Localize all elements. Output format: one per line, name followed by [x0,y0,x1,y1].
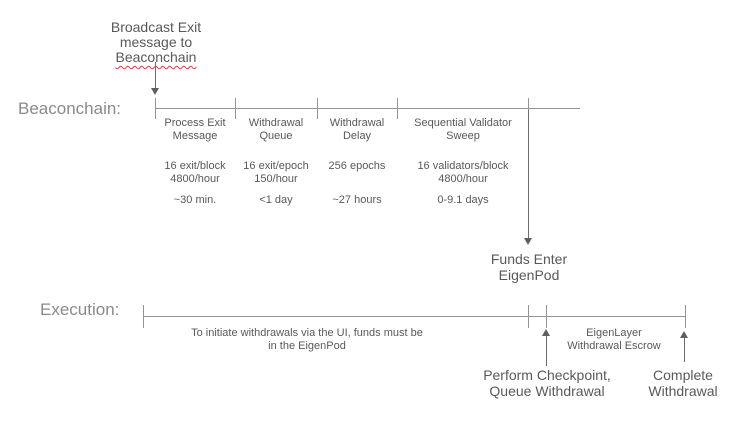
execution-timeline-line [143,316,685,317]
beaconchain-tick [317,98,318,119]
beaconchain-row-label: Beaconchain: [18,99,122,118]
execution-tick [685,305,686,328]
stage-duration: 0-9.1 days [437,194,489,206]
initiate-withdrawals-note: To initiate withdrawals via the UI, fund… [191,327,423,352]
stage-duration: ~30 min. [173,194,217,206]
stage-duration: <1 day [259,194,293,206]
stage-rate: 16 validators/block 4800/hour [417,160,509,185]
stage-title: Process Exit Message [164,117,226,142]
beaconchain-tick [235,98,236,119]
stage-title: Withdrawal Delay [329,117,385,142]
broadcast-exit-note: Broadcast Exit message to Beaconchain [66,5,246,65]
funds-down-arrow-shaft [528,110,529,238]
perform-checkpoint-label: Perform Checkpoint, Queue Withdrawal [483,367,611,399]
broadcast-exit-note-underlined-word: Beaconchain [115,49,197,65]
funds-down-arrow-icon [524,238,532,245]
checkpoint-up-arrow-shaft [546,336,547,366]
eigenlayer-withdrawal-escrow-note: EigenLayer Withdrawal Escrow [567,327,661,352]
broadcast-down-arrow-icon [151,88,159,95]
beaconchain-tick [528,98,529,119]
beaconchain-tick [155,98,156,119]
beaconchain-tick [397,98,398,119]
broadcast-exit-note-text: Broadcast Exit message to [110,19,202,50]
complete-up-arrow-icon [680,331,688,338]
stage-duration: ~27 hours [332,194,382,206]
execution-tick [546,305,547,328]
complete-up-arrow-shaft [684,338,685,362]
execution-tick [143,305,144,328]
stage-sequential-validator-sweep: Sequential Validator Sweep 16 validators… [398,117,528,217]
complete-withdrawal-label: Complete Withdrawal [648,367,718,399]
checkpoint-up-arrow-icon [542,329,550,336]
execution-row-label: Execution: [40,300,120,319]
broadcast-down-arrow-shaft [155,62,156,88]
stage-rate: 16 exit/epoch 150/hour [243,160,309,185]
stage-title: Sequential Validator Sweep [414,117,512,142]
stage-withdrawal-queue: Withdrawal Queue 16 exit/epoch 150/hour … [226,117,326,217]
stage-title: Withdrawal Queue [248,117,304,142]
stage-process-exit-message: Process Exit Message 16 exit/block 4800/… [145,117,245,217]
stage-rate: 16 exit/block 4800/hour [164,160,226,185]
funds-enter-eigenpod-label: Funds Enter EigenPod [490,251,568,283]
execution-tick [528,305,529,328]
beaconchain-timeline-line [155,108,580,109]
stage-rate: 256 epochs [328,160,386,172]
stage-withdrawal-delay: Withdrawal Delay 256 epochs ~27 hours [307,117,407,217]
